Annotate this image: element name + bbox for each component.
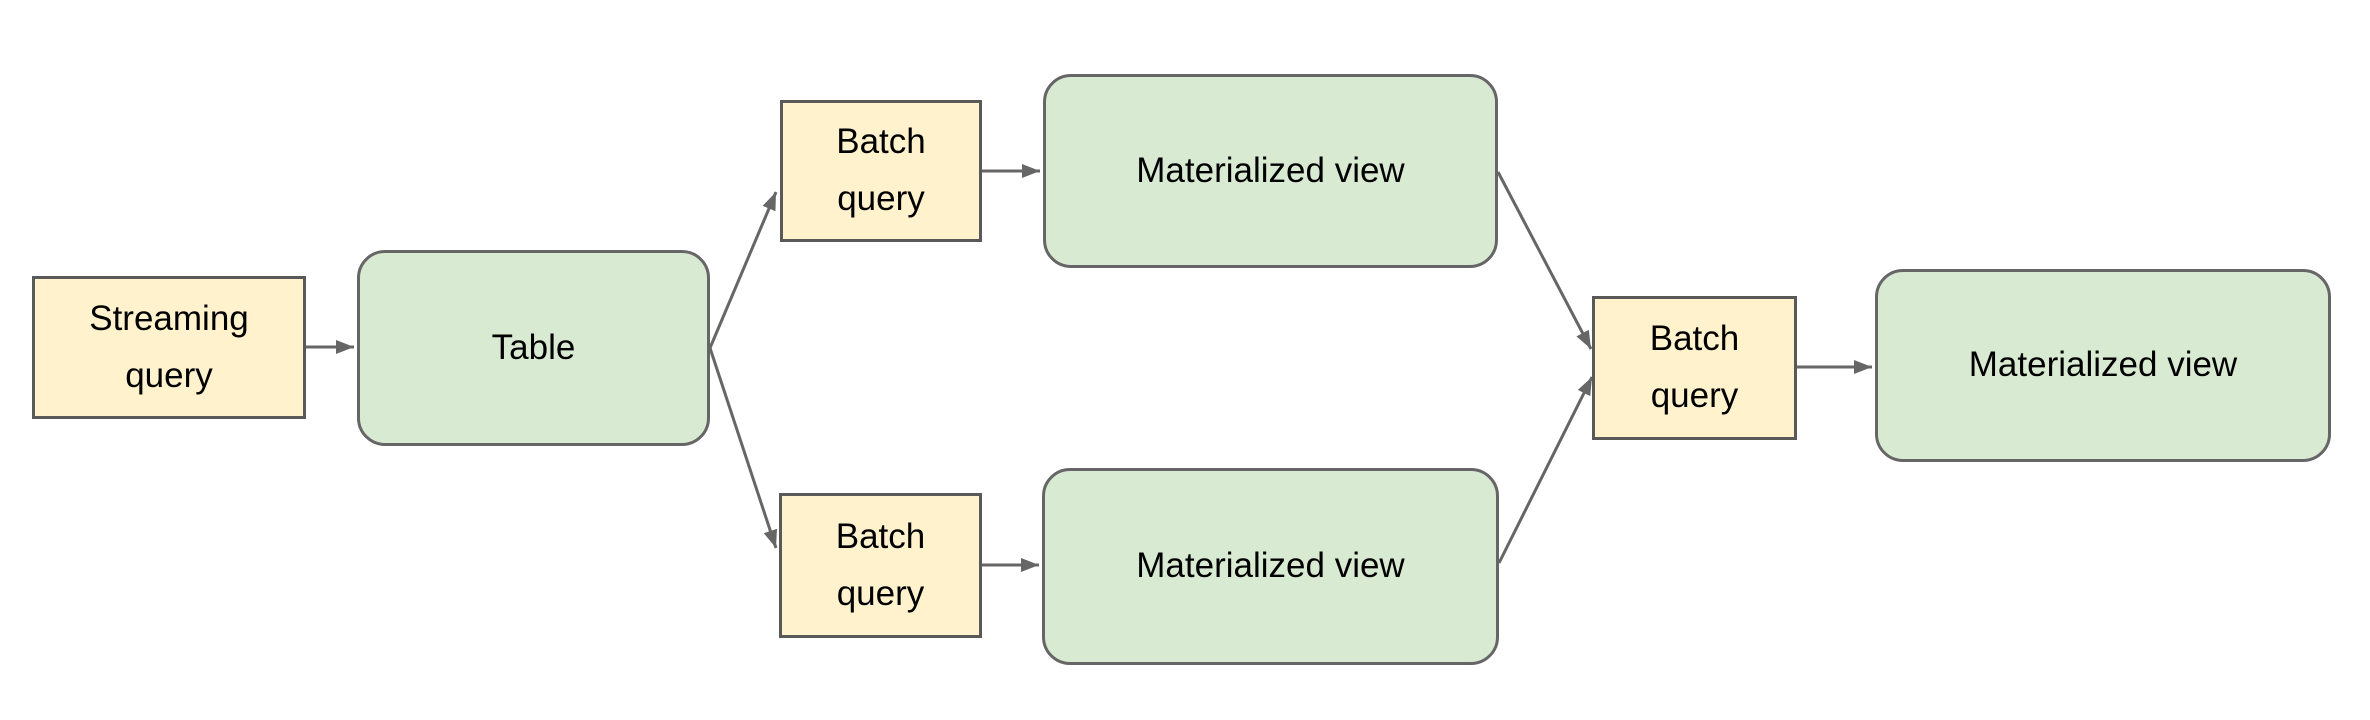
edge-materialized-view-bottom-to-batch-query-right (1497, 376, 1594, 564)
node-label: Table (491, 327, 576, 367)
edge-group (306, 164, 1872, 572)
node-batch-query-right: Batch query (1592, 296, 1797, 440)
node-label: Materialized view (1136, 546, 1405, 586)
edge-materialized-view-top-to-batch-query-right (1496, 171, 1593, 350)
node-label: Materialized view (1136, 150, 1405, 190)
node-label: Batch query (836, 122, 926, 218)
node-label: Batch query (1649, 319, 1740, 415)
node-label: Streaming query (89, 298, 249, 395)
node-materialized-view-right: Materialized view (1875, 269, 2331, 462)
node-materialized-view-bottom: Materialized view (1042, 468, 1499, 665)
edge-table-to-batch-query-top (708, 191, 778, 349)
node-streaming-query: Streaming query (32, 276, 306, 419)
node-table: Table (357, 250, 710, 446)
node-batch-query-top: Batch query (780, 100, 982, 242)
edge-table-to-batch-query-bottom (708, 347, 778, 549)
node-materialized-view-top: Materialized view (1043, 74, 1498, 268)
node-label: Materialized view (1968, 345, 2238, 385)
node-label: Batch query (835, 516, 926, 613)
node-batch-query-bottom: Batch query (779, 493, 982, 638)
